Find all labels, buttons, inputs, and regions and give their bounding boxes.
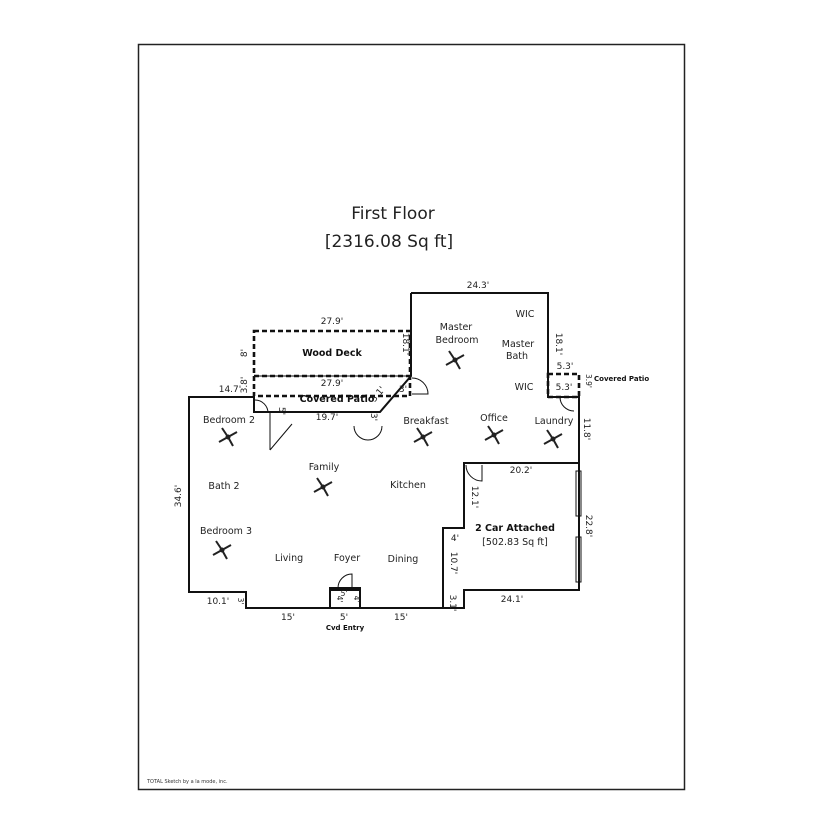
- room-label-master-bath-2: Bath: [506, 351, 528, 362]
- dim-laundry-right: 11.8': [581, 418, 591, 441]
- ceiling-fan-icon: [212, 540, 232, 560]
- dim-garage-left: 12.1': [469, 486, 479, 509]
- dim-small-patio-side: 3.9': [584, 374, 593, 388]
- door-swing-garage: [465, 464, 483, 482]
- room-label-office: Office: [480, 413, 508, 424]
- dim-patio-left: 3.8': [240, 377, 250, 394]
- dim-deck-right: 18.1': [400, 333, 410, 356]
- garage-window-top: [575, 470, 582, 517]
- room-label-laundry: Laundry: [535, 416, 574, 427]
- dim-entry-right: 4': [352, 596, 361, 603]
- house-exterior-wall: [411, 292, 580, 609]
- ceiling-fan-icon: [484, 425, 504, 445]
- ceiling-fan-icon: [445, 350, 465, 370]
- house-exterior-wall-left: [188, 293, 443, 609]
- ceiling-fan-icon: [218, 427, 238, 447]
- dim-left-top: 14.7': [219, 385, 242, 395]
- dim-master-right: 18.1': [553, 333, 563, 356]
- room-label-living: Living: [275, 553, 303, 564]
- room-label-covered-patio: Covered Patio: [300, 394, 375, 405]
- plan-total-area: [2316.08 Sq ft]: [325, 232, 453, 252]
- room-label-kitchen: Kitchen: [390, 480, 426, 491]
- plan-title: First Floor: [351, 204, 434, 224]
- dim-step-31: 3.1': [447, 595, 457, 612]
- door-swing-bedroom2: [254, 399, 269, 414]
- room-label-covered-patio-small: Covered Patio: [594, 375, 649, 383]
- patio-angled-wall-2: [269, 423, 293, 451]
- door-swing-laundry: [559, 396, 575, 412]
- dim-patio-top: 27.9': [321, 379, 344, 389]
- garage-window-bottom: [575, 536, 582, 583]
- door-swing-foyer: [337, 573, 353, 589]
- room-label-family: Family: [309, 462, 340, 473]
- dim-bottom-5: 5': [340, 613, 348, 623]
- room-label-garage-area: [502.83 Sq ft]: [482, 537, 548, 548]
- room-label-wic-top: WIC: [516, 309, 535, 320]
- ceiling-fan-icon: [543, 429, 563, 449]
- dim-left-side: 34.6': [174, 485, 184, 508]
- dim-entry-top: 5': [341, 589, 348, 598]
- room-label-bedroom3: Bedroom 3: [200, 526, 252, 537]
- room-label-foyer: Foyer: [334, 553, 360, 564]
- room-label-dining: Dining: [388, 554, 419, 565]
- dim-bottom-left: 10.1': [207, 597, 230, 607]
- dim-bottom-15a: 15': [281, 613, 295, 623]
- room-label-master-bedroom: Master: [440, 322, 473, 333]
- room-label-wood-deck: Wood Deck: [302, 348, 362, 359]
- room-label-breakfast: Breakfast: [403, 416, 448, 427]
- page-border: [137, 43, 686, 791]
- dim-step-107: 10.7': [448, 552, 458, 575]
- dim-garage-bottom: 24.1': [501, 595, 524, 605]
- dim-patio-3a: 3': [399, 385, 407, 395]
- door-swing-patio: [411, 377, 429, 395]
- dim-garage-top: 20.2': [510, 466, 533, 476]
- dim-patio-bottom: 19.7': [316, 413, 339, 423]
- room-label-garage: 2 Car Attached: [475, 523, 555, 534]
- software-credit: TOTAL Sketch by a la mode, inc.: [146, 779, 228, 785]
- ceiling-fan-icon: [313, 477, 333, 497]
- room-label-bath2: Bath 2: [208, 481, 239, 492]
- room-label-master-bath: Master: [502, 339, 535, 350]
- dim-patio-5: 5': [276, 407, 286, 415]
- room-label-bedroom2: Bedroom 2: [203, 415, 255, 426]
- door-swing-family: [353, 425, 383, 441]
- room-label-wic-bottom: WIC: [515, 382, 534, 393]
- dim-deck-top: 27.9': [321, 317, 344, 327]
- dim-garage-right: 22.8': [583, 515, 593, 538]
- dim-bottom-15b: 15': [394, 613, 408, 623]
- dim-patio-3b: 3': [368, 413, 378, 421]
- room-label-master-bedroom-2: Bedroom: [436, 335, 479, 346]
- dim-top-master: 24.3': [467, 281, 490, 291]
- dim-deck-left: 8': [240, 349, 250, 357]
- dim-small-patio-top: 5.3': [557, 362, 574, 372]
- dim-step-4: 4': [451, 534, 459, 544]
- dim-bottom-left-3: 3': [236, 598, 245, 605]
- covered-entry-outline: [329, 587, 361, 609]
- dim-small-patio-bottom: 5.3': [556, 383, 573, 393]
- dim-entry-left: 4': [335, 596, 344, 603]
- covered-patio-outline: [252, 376, 412, 398]
- ceiling-fan-icon: [413, 427, 433, 447]
- room-label-cvd-entry: Cvd Entry: [326, 624, 365, 632]
